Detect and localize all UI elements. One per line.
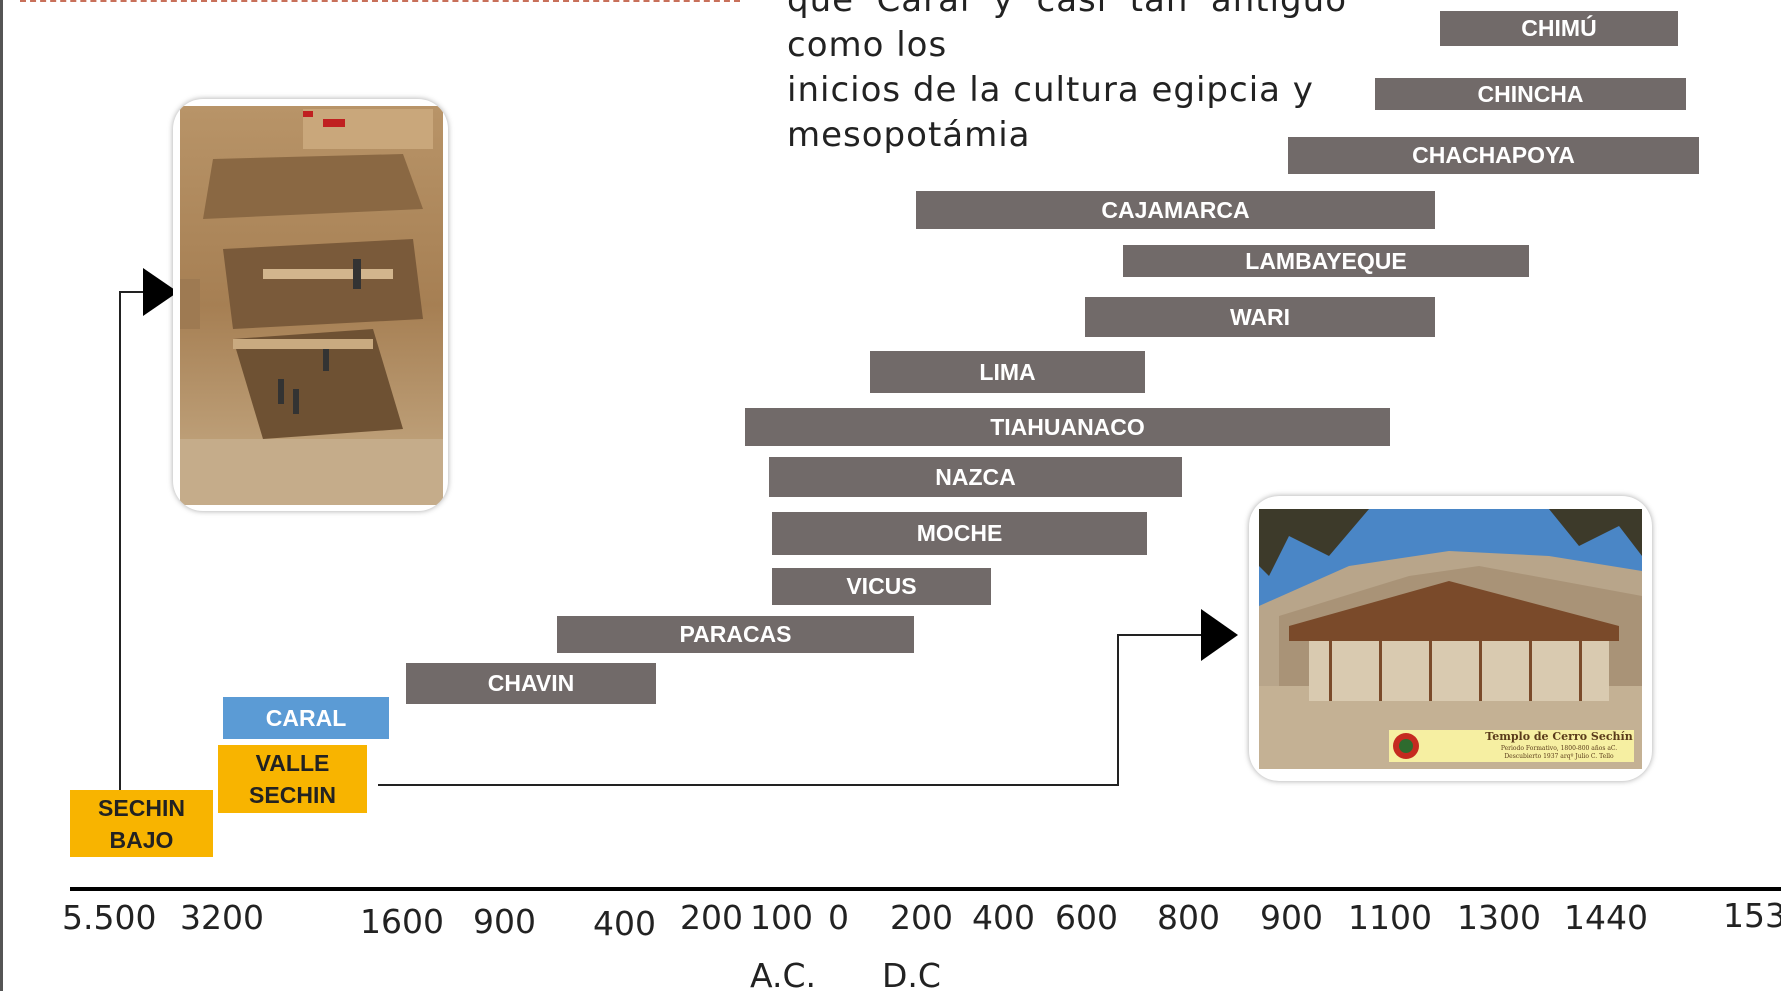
valle-sechin-line-1: VALLE [255, 750, 330, 776]
culture-bar-paracas: PARACAS [557, 616, 914, 653]
section-divider [20, 0, 740, 2]
axis-tick-200-ac: 200 [680, 898, 743, 937]
temple-caption-title: Templo de Cerro Sechín [1485, 730, 1632, 743]
culture-bar-cajamarca: CAJAMARCA [916, 191, 1435, 229]
culture-bar-tiahuanaco: TIAHUANACO [745, 408, 1390, 446]
photo-excavation-site [173, 99, 448, 511]
sechin-bajo-line-2: BAJO [109, 826, 174, 853]
culture-bar-chincha: CHINCHA [1375, 78, 1686, 110]
intro-line-3: mesopotámia [787, 115, 1031, 155]
axis-tick-1532: 1532 [1723, 896, 1781, 935]
culture-bar-chimu: CHIMÚ [1440, 11, 1678, 46]
temple-caption-line-1: Periodo Formativo, 1800-800 años aC. [1501, 745, 1617, 752]
culture-bar-chachapoya: CHACHAPOYA [1288, 137, 1699, 174]
axis-tick-1300: 1300 [1457, 898, 1541, 937]
axis-tick-600-dc: 600 [1055, 898, 1118, 937]
sechin-bajo-line-1: SECHIN [98, 794, 185, 821]
photo-templo-cerro-sechin: Templo de Cerro Sechín Periodo Formativo… [1249, 496, 1652, 781]
culture-box-valle-sechin: VALLE SECHIN [218, 745, 367, 813]
axis-tick-900-ac: 900 [473, 902, 536, 941]
axis-tick-1100: 1100 [1348, 898, 1432, 937]
axis-tick-200-dc: 200 [890, 898, 953, 937]
excavation-image [180, 106, 443, 505]
axis-tick-400-dc: 400 [972, 898, 1035, 937]
era-label-dc: D.C [882, 956, 941, 995]
temple-image: Templo de Cerro Sechín Periodo Formativo… [1259, 509, 1642, 769]
intro-text: que Caral y casi tan antiguo como los in… [787, 0, 1347, 158]
axis-tick-0: 0 [828, 898, 849, 937]
axis-tick-1600: 1600 [360, 902, 444, 941]
temple-caption-line-2: Descubierto 1937 arqº Julio C. Tello [1504, 753, 1614, 760]
arrow-head-right [1201, 609, 1238, 661]
axis-tick-100-ac: 100 [750, 898, 813, 937]
era-label-ac: A.C. [750, 956, 817, 995]
valle-sechin-line-2: SECHIN [249, 782, 336, 808]
timeline-axis [70, 887, 1781, 891]
intro-line-2: inicios de la cultura egipcia y [787, 70, 1314, 110]
culture-bar-lambayeque: LAMBAYEQUE [1123, 245, 1529, 277]
intro-line-1: que Caral y casi tan antiguo como los [787, 0, 1347, 65]
culture-bar-nazca: NAZCA [769, 457, 1182, 497]
culture-bar-wari: WARI [1085, 297, 1435, 337]
axis-tick-1440: 1440 [1564, 898, 1648, 937]
culture-bar-lima: LIMA [870, 351, 1145, 393]
axis-tick-3200: 3200 [180, 898, 264, 937]
axis-tick-900-dc: 900 [1260, 898, 1323, 937]
axis-tick-400-ac: 400 [593, 904, 656, 943]
page-left-border [0, 0, 3, 991]
culture-bar-vicus: VICUS [772, 568, 991, 605]
culture-bar-caral: CARAL [223, 697, 389, 739]
arrow-head-left [143, 268, 178, 316]
connector-valle-sechin [378, 634, 1205, 786]
connector-sechin-bajo [119, 291, 145, 790]
axis-tick-5500: 5.500 [62, 898, 157, 937]
axis-tick-800-dc: 800 [1157, 898, 1220, 937]
culture-bar-moche: MOCHE [772, 512, 1147, 555]
culture-bar-chavin: CHAVIN [406, 663, 656, 704]
culture-box-sechin-bajo: SECHIN BAJO [70, 790, 213, 857]
